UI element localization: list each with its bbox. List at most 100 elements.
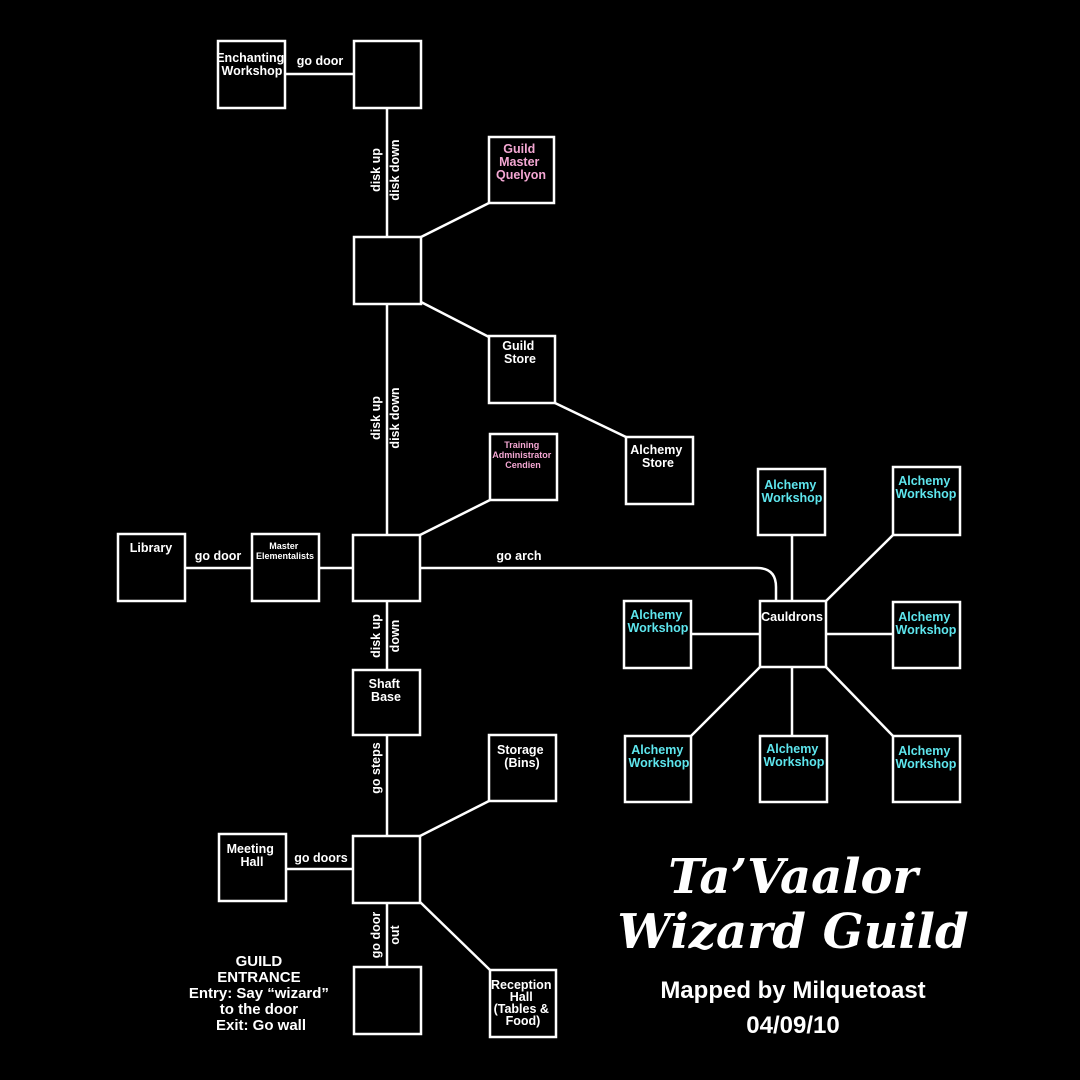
edge-label-out: out: [388, 924, 402, 944]
edge-guild-store-to-alchemy-store: [554, 401, 627, 439]
svg-text:GUILD ENTRANCE Ent: GUILD ENTRANCE Entry: Say “wizard” to th…: [189, 953, 333, 1034]
room-label-line: Workshop: [896, 487, 957, 501]
room-label-line: Guild: [503, 142, 535, 156]
room-label-line: Training: [504, 440, 539, 450]
room-guild-store: Guild Store: [487, 334, 557, 405]
room-label-line: Alchemy: [898, 744, 950, 758]
edge-label-disk-up: disk up: [369, 396, 383, 440]
room-guild-master-quelyon: Guild Master Quelyon: [487, 135, 556, 205]
room-shaft-base: Shaft Base: [351, 668, 422, 737]
room-label-line: Hall: [510, 990, 533, 1004]
room-label-line: Food): [506, 1014, 541, 1028]
room-label-line: Storage: [497, 743, 544, 757]
edge-label-go-door: go door: [369, 912, 383, 959]
room-label-line: Reception: [491, 978, 551, 992]
room-label-line: Alchemy: [766, 742, 818, 756]
room-label-line: Hall: [241, 855, 264, 869]
svg-text:Alchemy Store: Alchemy Store: [630, 443, 686, 470]
title-block: Ta’Vaalor Wizard Guild Mapped by Milquet…: [617, 849, 968, 1039]
svg-text:Alchemy Workshop: Alchemy Workshop: [762, 478, 823, 505]
room-unnamed-top: [352, 39, 423, 110]
svg-text:Alchemy Workshop: Alchemy Workshop: [896, 610, 957, 637]
room-enchanting-workshop: Enchanting Workshop: [216, 39, 288, 110]
edge-label-go-door: go door: [195, 549, 242, 563]
svg-text:Guild Master Q: Guild Master Quelyon: [496, 142, 546, 182]
room-label-line: Workshop: [896, 623, 957, 637]
edge-entry-to-storage: [419, 799, 490, 838]
map-title-line-2: Wizard Guild: [617, 904, 968, 960]
room-master-elementalists: Master Elementalists: [250, 532, 321, 603]
room-alchemy-workshop: Alchemy Workshop: [891, 600, 962, 670]
room-label-line: Store: [504, 352, 536, 366]
guild-entrance-note: GUILD ENTRANCE Entry: Say “wizard” to th…: [189, 953, 333, 1034]
room-alchemy-workshop: Alchemy Workshop: [891, 465, 962, 537]
svg-text:Alchemy Workshop: Alchemy Workshop: [628, 608, 689, 635]
room-label-line: Administrator: [492, 450, 552, 460]
svg-text:Reception Hall: Reception Hall (Tables & Food): [491, 978, 555, 1028]
svg-text:Alchemy Workshop: Alchemy Workshop: [764, 742, 825, 769]
room-label-line: Alchemy: [764, 478, 816, 492]
note-line: ENTRANCE: [217, 969, 300, 986]
note-line: Entry: Say “wizard”: [189, 985, 329, 1002]
room-label-line: Alchemy: [630, 443, 682, 457]
svg-text:Alchemy Workshop: Alchemy Workshop: [896, 744, 957, 771]
room-label-line: Library: [130, 541, 172, 555]
svg-text:Alchemy Workshop: Alchemy Workshop: [629, 743, 690, 770]
edge-label-go-doors: go doors: [294, 851, 348, 865]
room-label-line: Elementalists: [256, 551, 314, 561]
room-upper-disk-landing: [352, 235, 423, 306]
edge-label-go-arch: go arch: [496, 549, 541, 563]
map-connections: [185, 72, 894, 971]
svg-text:Meeting Hall: Meeting Hall: [227, 842, 278, 869]
room-label-line: Shaft: [369, 677, 401, 691]
edge-label-disk-down: disk down: [388, 139, 402, 200]
room-label-line: Alchemy: [898, 610, 950, 624]
room-guild-entrance: [352, 965, 423, 1036]
room-label-line: Workshop: [628, 621, 689, 635]
edge-central-to-cauldrons-arch: [420, 566, 778, 601]
svg-text:Storage (Bins): Storage (Bins): [497, 743, 547, 770]
room-alchemy-workshop: Alchemy Workshop: [891, 734, 962, 804]
svg-text:Training Administrator: Training Administrator Cendien: [492, 440, 554, 470]
room-label-line: Alchemy: [630, 608, 682, 622]
map-credit: Mapped by Milquetoast: [660, 977, 925, 1004]
room-training-administrator: Training Administrator Cendien: [488, 432, 559, 502]
edge-cauldrons-top-right: [825, 534, 894, 602]
room-label-line: Enchanting: [216, 51, 284, 65]
room-label-line: Store: [642, 456, 674, 470]
room-alchemy-workshop: Alchemy Workshop: [623, 734, 693, 804]
edge-label-disk-down: disk down: [388, 387, 402, 448]
room-alchemy-store: Alchemy Store: [624, 435, 695, 506]
room-label-line: Master: [269, 541, 299, 551]
room-label-line: Meeting: [227, 842, 274, 856]
svg-text:Master Elementalists: Master Elementalists: [256, 541, 314, 561]
edge-upper-room-to-guild-master: [420, 201, 490, 239]
room-label-line: Master: [499, 155, 539, 169]
room-label-line: Workshop: [762, 491, 823, 505]
note-line: to the door: [220, 1001, 298, 1018]
room-label-line: Alchemy: [631, 743, 683, 757]
room-label-line: (Tables &: [494, 1002, 549, 1016]
room-label-line: Workshop: [222, 64, 283, 78]
room-label-line: Quelyon: [496, 168, 546, 182]
room-label-line: Workshop: [629, 756, 690, 770]
room-label-line: Alchemy: [898, 474, 950, 488]
room-label-line: Cauldrons: [761, 610, 823, 624]
room-alchemy-workshop: Alchemy Workshop: [758, 734, 829, 804]
edge-labels: go door disk up disk down disk up disk d…: [195, 54, 542, 958]
svg-text:Alchemy Workshop: Alchemy Workshop: [896, 474, 957, 501]
room-entry-hall: [351, 834, 422, 905]
edge-upper-room-to-guild-store: [420, 300, 490, 339]
room-reception-hall: Reception Hall (Tables & Food): [488, 968, 558, 1039]
map-date: 04/09/10: [746, 1012, 839, 1039]
edge-label-go-door: go door: [297, 54, 344, 68]
room-storage: Storage (Bins): [487, 733, 558, 803]
room-label-line: Workshop: [896, 757, 957, 771]
room-alchemy-workshop: Alchemy Workshop: [622, 599, 693, 670]
edge-label-disk-up: disk up: [369, 614, 383, 658]
svg-text:Enchanting Workshop: Enchanting Workshop: [216, 51, 288, 78]
room-label-line: (Bins): [504, 756, 539, 770]
edge-cauldrons-bottom-left: [690, 666, 761, 737]
edge-label-go-steps: go steps: [369, 742, 383, 793]
